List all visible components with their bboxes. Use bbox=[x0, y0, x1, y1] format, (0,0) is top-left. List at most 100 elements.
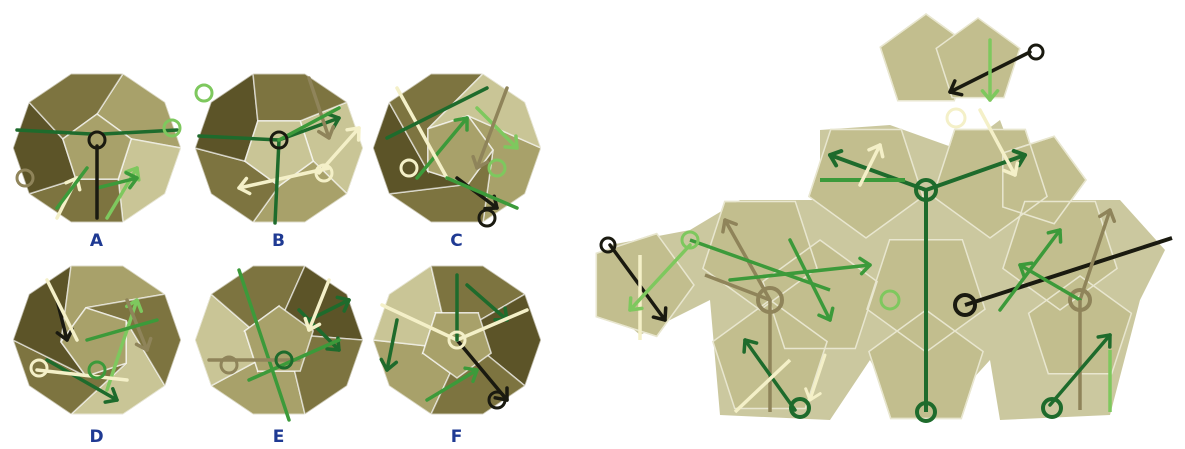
arrow-shaft bbox=[95, 176, 139, 190]
ring-marker-icon bbox=[447, 330, 467, 350]
face-line bbox=[273, 138, 281, 225]
option-e-dodecahedron[interactable] bbox=[194, 264, 365, 422]
face-line bbox=[85, 318, 159, 342]
face-line bbox=[247, 338, 341, 382]
face-arrow-icon bbox=[95, 171, 139, 190]
face-arrow-icon bbox=[237, 166, 331, 196]
arrow-shaft bbox=[385, 318, 399, 372]
arrow-head bbox=[867, 143, 885, 159]
net-ring-marker-icon bbox=[680, 230, 700, 250]
dark-green-arrow-icon bbox=[828, 149, 928, 192]
face-line bbox=[385, 86, 489, 140]
tan-arrow-icon bbox=[1078, 208, 1117, 302]
option-a-label: A bbox=[90, 231, 104, 251]
arrow-shaft bbox=[998, 228, 1062, 312]
face-line bbox=[277, 106, 341, 142]
net-face-edge bbox=[932, 128, 1048, 239]
net-ring-marker-icon bbox=[915, 401, 937, 423]
dark-green-arrow-icon bbox=[1048, 333, 1112, 407]
arrow-head bbox=[804, 387, 822, 402]
arrow-head bbox=[948, 79, 964, 97]
option-c-label: C bbox=[450, 231, 463, 251]
arrow-head bbox=[721, 218, 738, 234]
net-ring-marker-icon bbox=[914, 178, 938, 202]
arrow-head bbox=[628, 296, 644, 312]
arrow-shaft bbox=[1048, 333, 1112, 407]
net-ring-marker-icon bbox=[1027, 43, 1045, 61]
net-face bbox=[935, 17, 1021, 99]
arrow-head bbox=[471, 154, 490, 170]
arrow-shaft bbox=[455, 176, 499, 210]
face-arrow-icon bbox=[379, 318, 399, 372]
ring-marker-icon bbox=[274, 350, 294, 370]
arrow-head bbox=[463, 366, 479, 384]
arrow-shaft bbox=[45, 358, 119, 402]
arrow-head bbox=[64, 176, 82, 192]
face-line bbox=[455, 308, 529, 342]
ring-marker-icon bbox=[219, 355, 239, 375]
ring-marker-icon bbox=[399, 158, 419, 178]
net-face-edge bbox=[1002, 135, 1087, 225]
cream-arrow-icon bbox=[804, 353, 827, 402]
arrow-head bbox=[103, 387, 119, 404]
green-arrow-icon bbox=[788, 238, 835, 322]
net-line bbox=[964, 236, 1173, 307]
arrow-head bbox=[503, 134, 519, 150]
arrow-shaft bbox=[415, 116, 469, 180]
option-d-label: D bbox=[89, 427, 104, 447]
ring-marker-icon bbox=[477, 208, 497, 228]
ring-marker-icon bbox=[487, 158, 507, 178]
light-green-arrow-icon bbox=[980, 38, 1000, 102]
arrow-shaft bbox=[475, 106, 519, 150]
face-arrow-icon bbox=[471, 86, 509, 170]
arrow-shaft bbox=[628, 243, 692, 312]
face-line bbox=[197, 134, 281, 142]
arrow-head bbox=[325, 112, 341, 131]
ring-marker-icon bbox=[194, 83, 214, 103]
dark-green-arrow-icon bbox=[742, 338, 797, 412]
ring-marker-icon bbox=[162, 118, 182, 138]
option-a-dodecahedron[interactable] bbox=[12, 72, 183, 224]
arrow-head bbox=[453, 116, 469, 132]
ring-marker-icon bbox=[269, 130, 289, 150]
arrow-head bbox=[742, 338, 759, 354]
ring-marker-icon bbox=[29, 358, 49, 378]
arrow-head bbox=[493, 386, 509, 402]
arrow-shaft bbox=[1078, 208, 1112, 302]
arrow-shaft bbox=[608, 243, 667, 322]
arrow-head bbox=[124, 171, 139, 190]
arrow-head bbox=[1002, 161, 1020, 177]
arrow-head bbox=[1046, 228, 1063, 244]
face-arrow-icon bbox=[415, 116, 469, 180]
ring-marker-icon bbox=[87, 130, 107, 150]
arrow-head bbox=[55, 327, 74, 342]
net-face-edge bbox=[595, 232, 695, 338]
face-line bbox=[15, 128, 93, 136]
dodecahedron-face-center bbox=[60, 306, 127, 378]
net-line bbox=[733, 358, 792, 414]
arrow-head bbox=[237, 176, 252, 196]
face-line bbox=[55, 166, 89, 210]
green-arrow-icon bbox=[998, 228, 1063, 312]
face-line bbox=[380, 303, 459, 342]
dodecahedron-net bbox=[595, 13, 1173, 423]
option-f-dodecahedron[interactable] bbox=[371, 264, 542, 416]
arrow-shaft bbox=[425, 368, 479, 402]
option-c-dodecahedron[interactable] bbox=[372, 72, 543, 228]
arrow-shaft bbox=[475, 86, 509, 170]
face-arrow-icon bbox=[307, 76, 336, 140]
option-d-dodecahedron[interactable] bbox=[11, 264, 182, 416]
net-ring-marker-icon bbox=[1041, 397, 1063, 419]
arrow-shaft bbox=[307, 278, 331, 332]
option-b-dodecahedron[interactable] bbox=[193, 72, 364, 225]
ring-marker-icon bbox=[487, 390, 507, 410]
green-arrow-icon bbox=[728, 256, 872, 282]
arrow-head bbox=[379, 357, 399, 372]
arrow-shaft bbox=[858, 143, 882, 187]
net-line bbox=[689, 238, 831, 292]
arrow-head bbox=[1011, 148, 1027, 168]
net-ring-marker-icon bbox=[879, 289, 901, 311]
net-ring-marker-icon bbox=[599, 236, 617, 254]
face-arrow-icon bbox=[425, 366, 479, 402]
arrow-head bbox=[345, 126, 361, 142]
